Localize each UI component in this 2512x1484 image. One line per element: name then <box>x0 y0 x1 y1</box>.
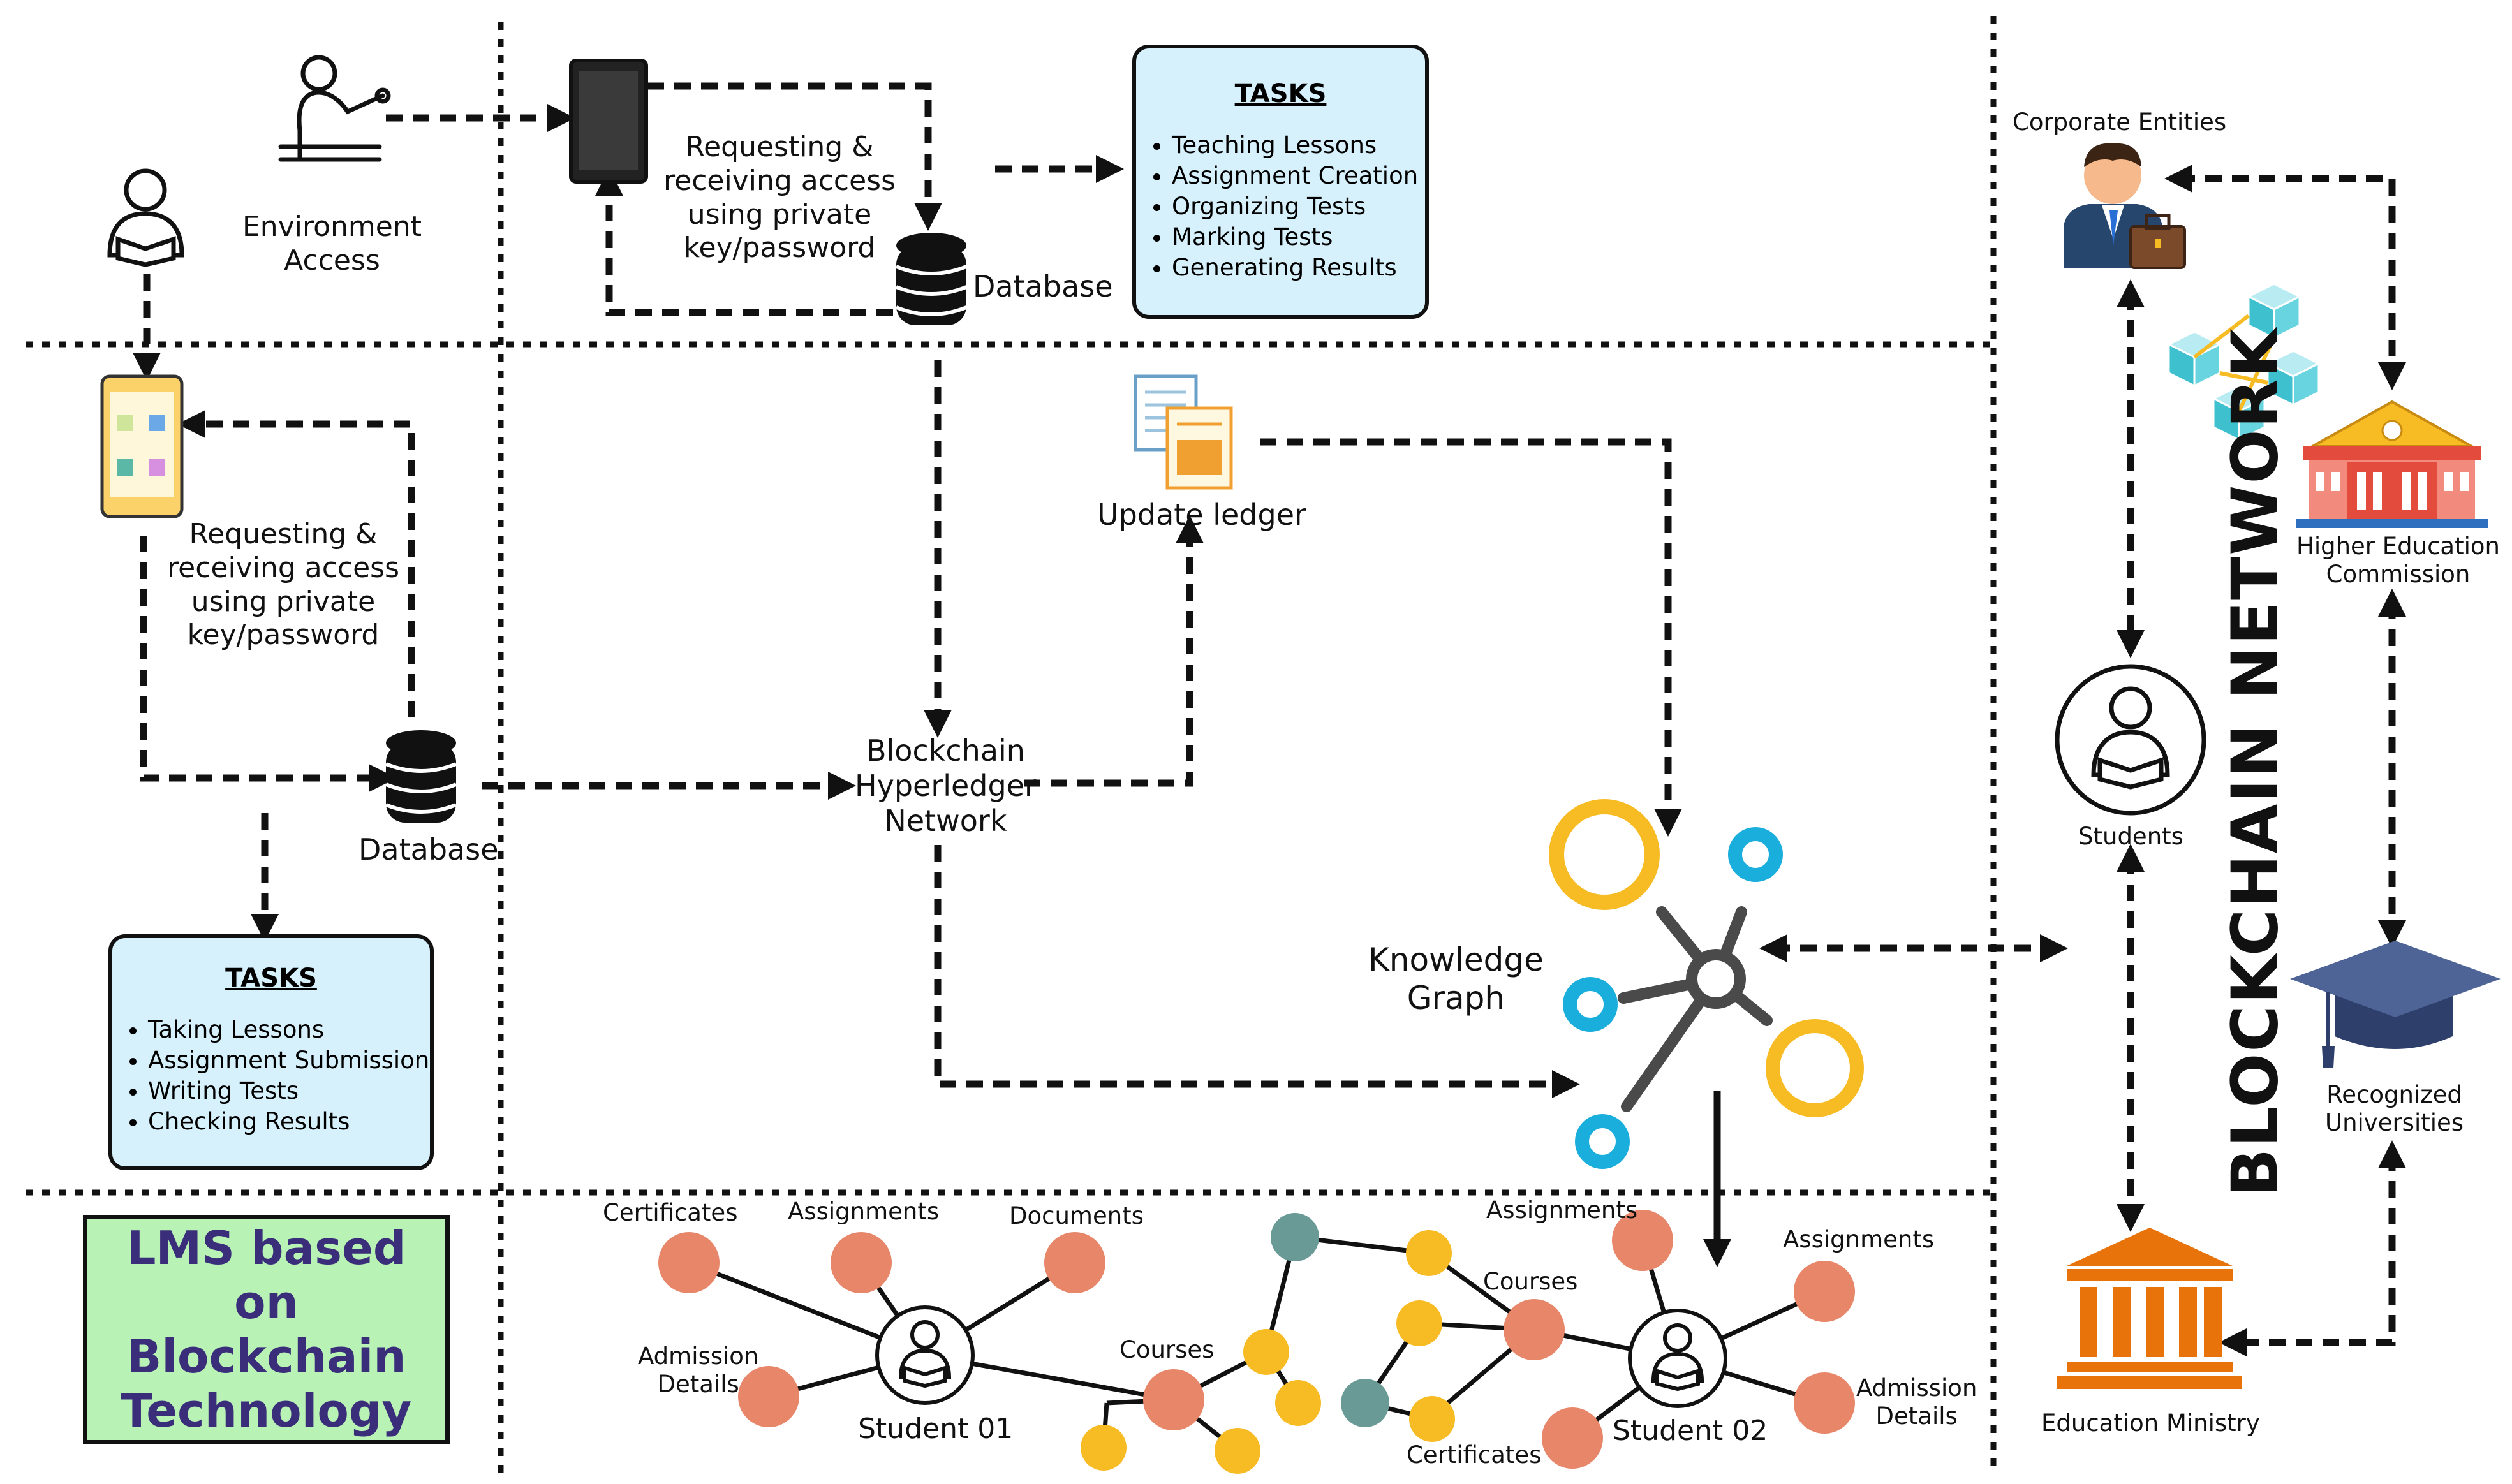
knowledge-graph-icon <box>1549 799 1864 1169</box>
student-reader-icon <box>107 168 184 267</box>
blockchain-network-title: BLOCKCHAIN NETWORK <box>2217 327 2293 1197</box>
student-task-item: Checking Results <box>148 1106 430 1137</box>
student-01-label: Student 01 <box>858 1413 1014 1445</box>
s1-documents-label: Documents <box>1009 1202 1144 1230</box>
flow-arrows <box>133 82 2406 1356</box>
s2-assignments-label: Assignments <box>1783 1226 1935 1253</box>
students-icon <box>2055 664 2206 816</box>
database-left-label: Database <box>358 832 499 867</box>
courses-left-label: Courses <box>1119 1336 1215 1363</box>
corporate-entities-label: Corporate Entities <box>2013 108 2227 136</box>
blockchain-to-knowledge-graph-arrow <box>934 845 1580 1098</box>
phone-to-database-left-arrow <box>140 536 397 792</box>
universities-to-ministry-arrow <box>2219 1140 2406 1356</box>
teacher-task-item: Generating Results <box>1172 253 1425 283</box>
student-task-item: Taking Lessons <box>148 1015 430 1045</box>
tablet-icon <box>569 59 648 184</box>
knowledge-graph-label: Knowledge Graph <box>1368 941 1544 1017</box>
student-02-icon <box>1628 1309 1727 1408</box>
database-left-to-phone-arrow <box>177 410 415 717</box>
courses-right-label: Courses <box>1483 1268 1578 1295</box>
s1-certificates-label: Certificates <box>603 1199 738 1226</box>
student-01-icon <box>875 1305 975 1405</box>
student-02-label: Student 02 <box>1613 1414 1768 1447</box>
student-task-item: Writing Tests <box>148 1076 430 1106</box>
section-separators <box>26 16 1997 1473</box>
student-task-item: Assignment Submission <box>148 1045 430 1076</box>
students-label: Students <box>2078 823 2183 850</box>
lms-title-text: LMS based on Blockchain Technology <box>121 1221 412 1437</box>
s1-admission-label: Admission Details <box>638 1342 759 1399</box>
teacher-task-item: Teaching Lessons <box>1172 130 1425 161</box>
teacher-task-item: Assignment Creation <box>1172 161 1425 191</box>
s2-admission-label: Admission Details <box>1856 1374 1977 1430</box>
update-ledger-to-knowledge-graph-arrow <box>1260 438 1682 837</box>
update-ledger-label: Update ledger <box>1097 497 1306 532</box>
database-top-icon <box>895 233 968 325</box>
lms-title-box: LMS based on Blockchain Technology <box>83 1215 450 1444</box>
environment-access-label: Environment Access <box>242 210 422 277</box>
student-tasks-title: TASKS <box>225 964 317 993</box>
database-top-to-tablet-arrow <box>595 168 893 316</box>
s1-assignments-label: Assignments <box>788 1198 940 1225</box>
education-ministry-label: Education Ministry <box>2041 1409 2260 1437</box>
tablet-to-database-top-arrow <box>647 82 942 231</box>
ministry-building-icon <box>2057 1228 2242 1389</box>
businessman-icon <box>2064 143 2186 269</box>
university-building-icon <box>2296 400 2488 528</box>
graduation-cap-icon <box>2290 941 2501 1068</box>
teacher-icon <box>278 55 391 162</box>
database-top-label: Database <box>973 269 1113 304</box>
teacher-tasks-title: TASKS <box>1234 79 1327 108</box>
request-access-top-label: Requesting & receiving access using priv… <box>663 131 896 265</box>
s2-assignments-top-label: Assignments <box>1486 1196 1638 1224</box>
database-left-icon <box>385 730 457 823</box>
network-graph <box>658 1210 1855 1474</box>
ledger-documents-icon <box>1134 374 1233 490</box>
recognized-universities-label: Recognized Universities <box>2325 1081 2464 1137</box>
blockchain-hyperledger-label: Blockchain Hyperledger Network <box>855 733 1037 839</box>
request-access-left-label: Requesting & receiving access using priv… <box>167 518 400 652</box>
higher-education-label: Higher Education Commission <box>2296 533 2500 589</box>
smartphone-icon <box>100 374 184 518</box>
teacher-task-item: Marking Tests <box>1172 222 1425 253</box>
student-tasks-box: TASKS Taking Lessons Assignment Submissi… <box>108 934 434 1170</box>
certificates-bottom-label: Certificates <box>1407 1441 1542 1469</box>
teacher-task-item: Organizing Tests <box>1172 191 1425 222</box>
blockchain-cubes-icon <box>2166 283 2321 442</box>
blockchain-to-update-ledger-arrow <box>1024 515 1204 787</box>
teacher-tasks-box: TASKS Teaching Lessons Assignment Creati… <box>1132 45 1429 319</box>
